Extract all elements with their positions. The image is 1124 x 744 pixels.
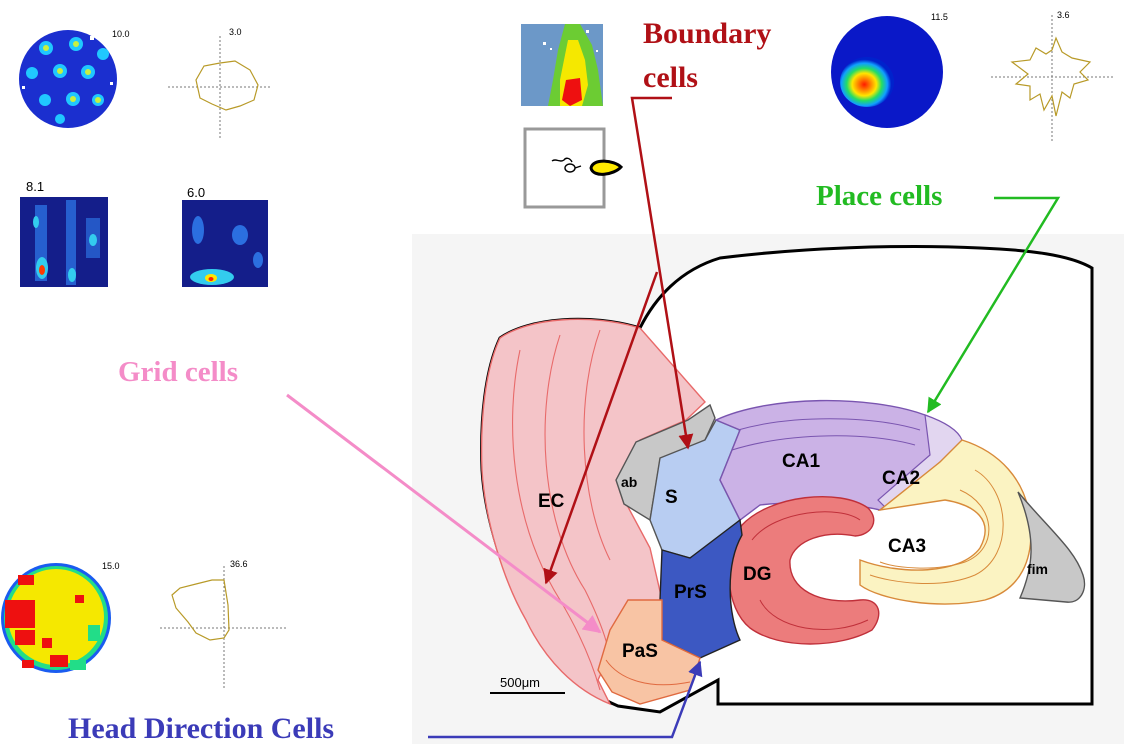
place-cells-label: Place cells	[816, 180, 942, 212]
grid-polar-peak: 3.0	[229, 27, 242, 37]
scale-bar-label: 500μm	[500, 675, 540, 690]
boundary-cells-label-2: cells	[643, 61, 698, 94]
hd-rate-map	[1, 563, 111, 673]
place-polar-peak: 3.6	[1057, 10, 1070, 20]
place-rate-peak: 11.5	[931, 12, 948, 22]
grid-cell-rate-map	[19, 30, 117, 128]
label-dg: DG	[743, 564, 772, 585]
hd-polar-peak: 36.6	[230, 559, 248, 569]
label-ab: ab	[621, 474, 637, 490]
place-rate-map	[831, 16, 943, 128]
boundary-arena-box	[523, 127, 624, 209]
label-s: S	[665, 487, 678, 508]
region-dg	[728, 495, 880, 645]
square2-peak: 6.0	[187, 185, 205, 200]
head-direction-arrow	[428, 660, 703, 739]
hd-polar-plot	[160, 566, 287, 690]
place-polar-plot	[991, 15, 1114, 142]
hippocampus-section: EC ab S CA1 CA2 CA3 PrS DG PaS fim 500μm	[412, 234, 1124, 744]
label-pas: PaS	[622, 641, 658, 662]
label-prs: PrS	[674, 582, 707, 603]
square-rate-map-1	[20, 197, 108, 287]
grid-rate-peak: 10.0	[112, 29, 130, 39]
region-pas	[597, 599, 701, 705]
region-prs	[659, 518, 743, 659]
region-ca2	[877, 414, 963, 509]
label-ca1: CA1	[782, 451, 820, 472]
rat-icon	[551, 157, 582, 173]
boundary-cells-label-1: Boundary	[643, 17, 771, 50]
grid-cells-label: Grid cells	[118, 356, 238, 388]
region-fim	[1017, 491, 1086, 603]
square1-peak: 8.1	[26, 179, 44, 194]
label-ca2: CA2	[882, 468, 920, 489]
square-rate-map-2	[182, 200, 268, 287]
boundary-rate-map	[521, 24, 603, 106]
label-ca3: CA3	[888, 536, 926, 557]
place-arrow	[926, 196, 1061, 414]
label-ec: EC	[538, 491, 565, 512]
head-direction-cells-label: Head Direction Cells	[68, 712, 334, 744]
grid-polar-plot	[168, 36, 272, 138]
hd-rate-peak: 15.0	[102, 561, 120, 571]
label-fim: fim	[1027, 561, 1048, 577]
boundary-arrows	[543, 96, 694, 585]
grid-arrow	[286, 393, 602, 634]
